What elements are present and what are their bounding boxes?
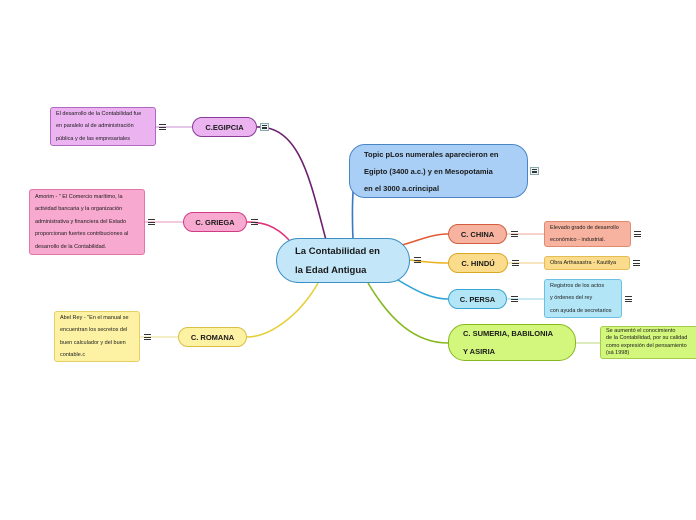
link-china bbox=[401, 233, 449, 246]
branch-china-label: C. CHINA bbox=[460, 229, 495, 239]
menu-icon[interactable] bbox=[511, 296, 518, 302]
note-persa-text: Registros de los actos y órdenes del rey… bbox=[550, 282, 612, 314]
branch-griega-label: C. GRIEGA bbox=[195, 217, 235, 227]
menu-icon[interactable] bbox=[251, 219, 258, 225]
menu-icon[interactable] bbox=[633, 260, 640, 266]
topic-node[interactable]: Topic pLos numerales aparecieron en Egip… bbox=[349, 144, 528, 198]
link-hindu bbox=[409, 259, 449, 264]
menu-icon[interactable] bbox=[634, 231, 641, 237]
menu-icon[interactable] bbox=[530, 167, 539, 175]
topic-line-2: Egipto (3400 a.c.) y en Mesopotamia bbox=[364, 166, 493, 176]
note-persa[interactable]: Registros de los actos y órdenes del rey… bbox=[544, 279, 622, 318]
branch-hindu-label: C. HINDÚ bbox=[461, 258, 495, 268]
branch-romana-label: C. ROMANA bbox=[190, 332, 235, 342]
note-griega-text: Amorim - " El Comercio marítimo, la acti… bbox=[35, 193, 129, 250]
note-china-text: Elevado grado de desarrollo económico - … bbox=[550, 224, 619, 244]
link-romana bbox=[246, 282, 319, 338]
link-egipcia bbox=[256, 126, 327, 241]
branch-china[interactable]: C. CHINA bbox=[448, 224, 507, 244]
link-griega bbox=[246, 221, 290, 241]
note-romana-text: Abel Rey - "En el manual se encuentran l… bbox=[60, 314, 129, 359]
branch-egipcia[interactable]: C.EGIPCIA bbox=[192, 117, 257, 137]
menu-icon[interactable] bbox=[260, 123, 269, 131]
note-egipcia[interactable]: El desarrollo de la Contabilidad fue en … bbox=[50, 107, 156, 146]
menu-icon[interactable] bbox=[159, 124, 166, 130]
note-china[interactable]: Elevado grado de desarrollo económico - … bbox=[544, 221, 631, 247]
topic-line-3: en el 3000 a.crincipal bbox=[364, 183, 440, 193]
note-griega[interactable]: Amorim - " El Comercio marítimo, la acti… bbox=[29, 189, 145, 255]
central-title-line-1: La Contabilidad en bbox=[295, 245, 380, 257]
menu-icon[interactable] bbox=[512, 260, 519, 266]
menu-icon[interactable] bbox=[511, 231, 518, 237]
topic-line-1: Topic pLos numerales aparecieron en bbox=[364, 149, 499, 159]
branch-egipcia-label: C.EGIPCIA bbox=[205, 122, 244, 132]
branch-hindu[interactable]: C. HINDÚ bbox=[448, 253, 508, 273]
link-persa bbox=[397, 279, 449, 300]
branch-sumeria-label-line-1: C. SUMERIA, BABILONIA bbox=[463, 328, 553, 338]
link-sumeria bbox=[367, 282, 449, 344]
branch-sumeria[interactable]: C. SUMERIA, BABILONIA Y ASIRIA bbox=[448, 324, 576, 361]
branch-griega[interactable]: C. GRIEGA bbox=[183, 212, 247, 232]
central-node[interactable]: La Contabilidad en la Edad Antigua bbox=[276, 238, 410, 283]
central-title-line-2: la Edad Antigua bbox=[295, 264, 367, 276]
menu-icon[interactable] bbox=[625, 296, 632, 302]
note-hindu[interactable]: Obra Arthasastra - Kautilya bbox=[544, 256, 630, 270]
note-sumeria-text: Se aumentó el conocimiento de la Contabi… bbox=[606, 327, 688, 357]
branch-romana[interactable]: C. ROMANA bbox=[178, 327, 247, 347]
note-egipcia-text: El desarrollo de la Contabilidad fue en … bbox=[56, 110, 142, 142]
note-hindu-text: Obra Arthasastra - Kautilya bbox=[550, 259, 617, 266]
branch-persa-label: C. PERSA bbox=[459, 294, 496, 304]
menu-icon[interactable] bbox=[144, 334, 151, 340]
branch-persa[interactable]: C. PERSA bbox=[448, 289, 507, 309]
menu-icon[interactable] bbox=[148, 219, 155, 225]
branch-sumeria-label-line-2: Y ASIRIA bbox=[463, 346, 496, 356]
note-sumeria[interactable]: Se aumentó el conocimiento de la Contabi… bbox=[600, 326, 696, 359]
menu-icon[interactable] bbox=[414, 257, 421, 263]
note-romana[interactable]: Abel Rey - "En el manual se encuentran l… bbox=[54, 311, 140, 362]
